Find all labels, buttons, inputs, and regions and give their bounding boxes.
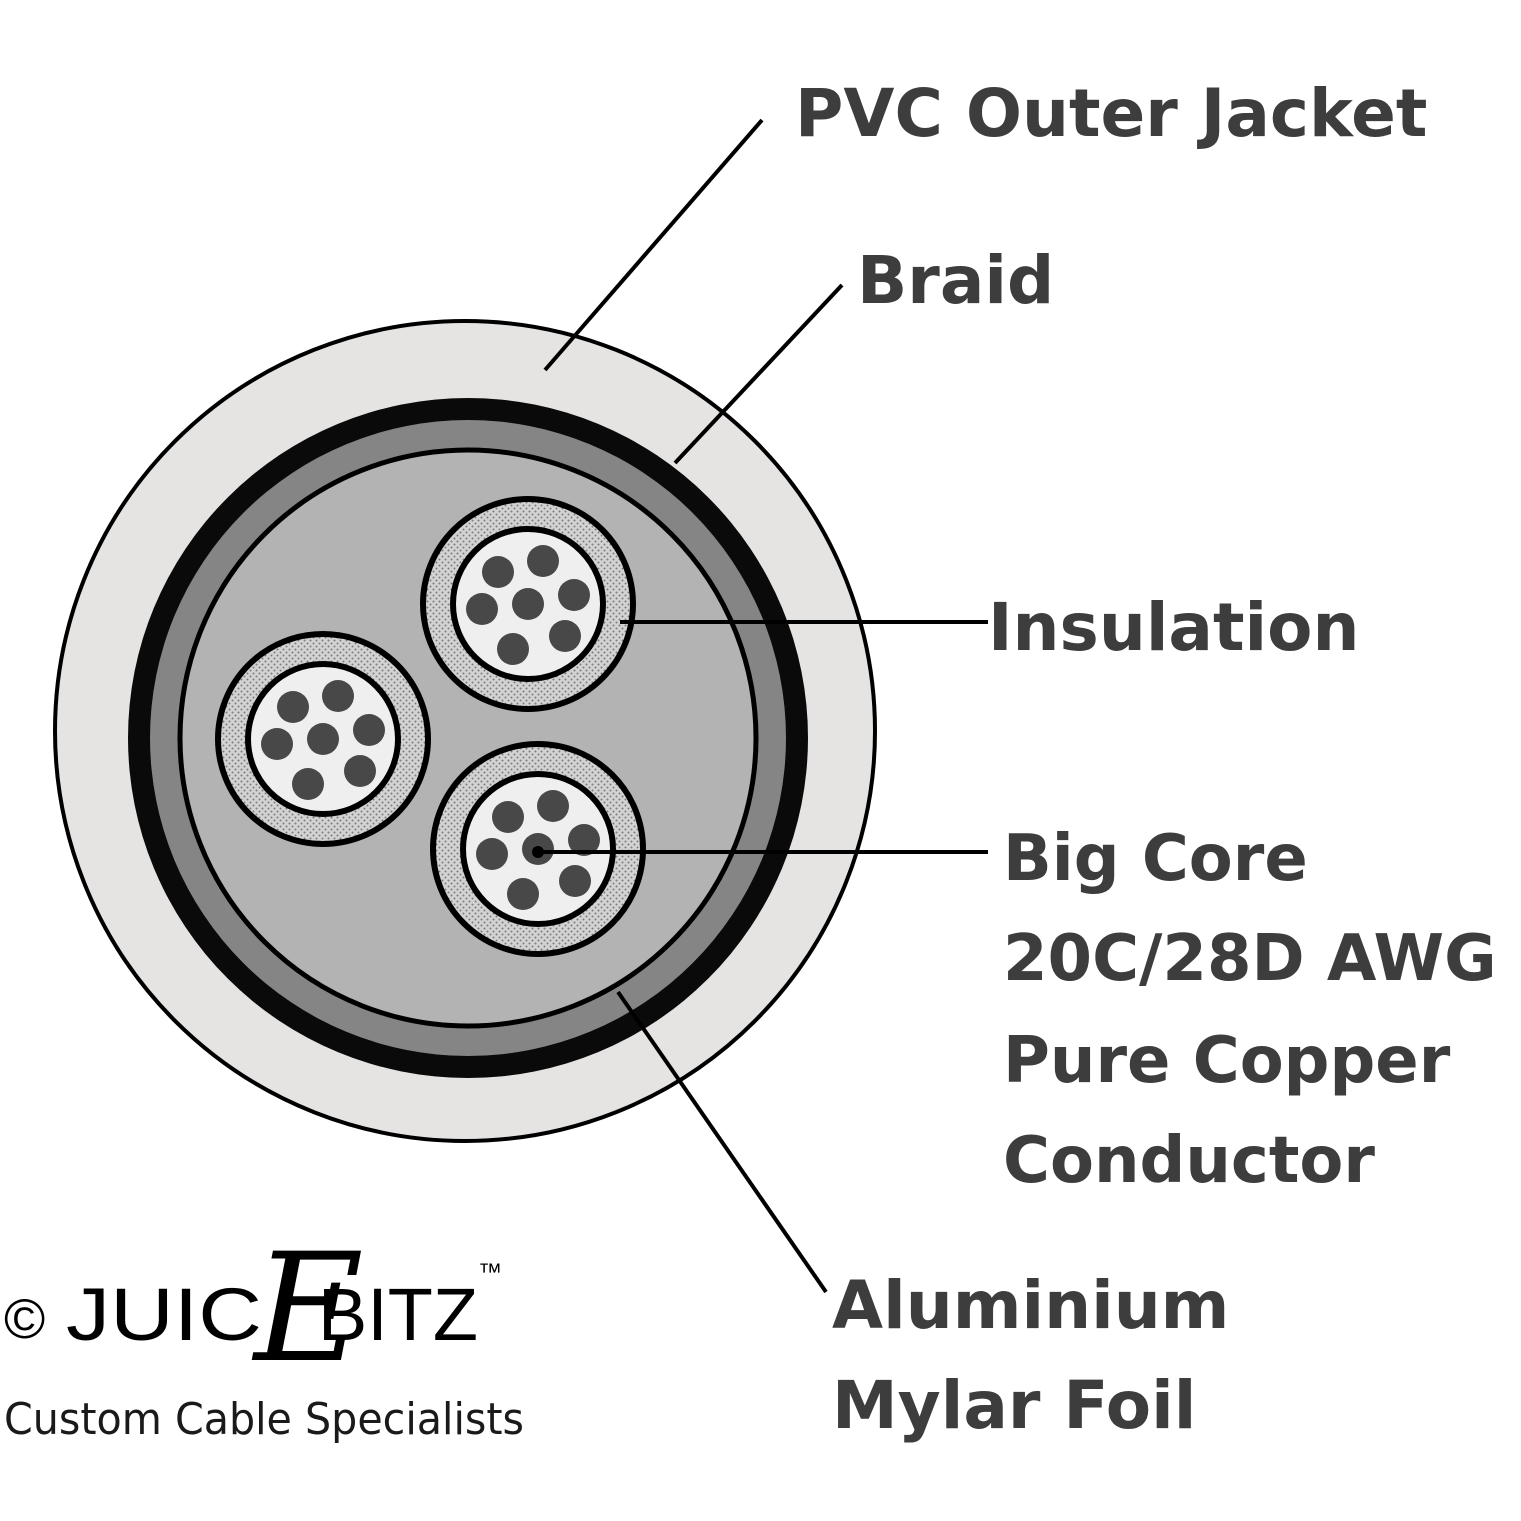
conductor-strand [344, 755, 376, 787]
leader-braid [673, 283, 844, 465]
logo-text-left: JUIC [66, 1273, 262, 1356]
conductor-strand [277, 691, 309, 723]
label-core-line-2: 20C/28D AWG [1003, 922, 1497, 996]
leader-jacket [543, 118, 764, 372]
conductor-strand [512, 588, 544, 620]
label-foil-line-1: Aluminium [832, 1267, 1229, 1344]
conductor-strand [492, 801, 524, 833]
conductor-strand [527, 545, 559, 577]
conductor-strand [466, 593, 498, 625]
label-core-line-1: Big Core [1003, 822, 1308, 896]
logo-text-e: E [251, 1222, 364, 1396]
conductor-strand [322, 680, 354, 712]
copyright-symbol: © [4, 1287, 45, 1350]
conductor-strand [476, 838, 508, 870]
conductor-strand [549, 620, 581, 652]
leader-core-dot [532, 846, 544, 858]
logo-text-right: BITZ [318, 1273, 478, 1356]
conductor-strand [482, 556, 514, 588]
label-braid: Braid [857, 242, 1054, 319]
conductor-strands [261, 545, 600, 910]
label-insulation: Insulation [988, 589, 1359, 666]
conductor-strand [537, 790, 569, 822]
conductor-strand [568, 824, 600, 856]
conductor-strand [497, 633, 529, 665]
leader-foil [616, 990, 828, 1294]
conductor-strand [558, 579, 590, 611]
conductor-strand [261, 728, 293, 760]
conductor-strand [507, 878, 539, 910]
juicebitz-logo: © JUIC E BITZ ™ Custom Cable Specialists [4, 1222, 524, 1445]
trademark-symbol: ™ [478, 1259, 502, 1286]
conductor-strand [307, 723, 339, 755]
conductor-strand [353, 714, 385, 746]
label-foil-line-2: Mylar Foil [832, 1367, 1196, 1444]
label-core-line-3: Pure Copper [1003, 1024, 1451, 1098]
label-core-line-4: Conductor [1003, 1124, 1375, 1198]
conductor-strand [559, 865, 591, 897]
conductor-strand [292, 768, 324, 800]
label-pvc-outer-jacket: PVC Outer Jacket [795, 75, 1427, 152]
logo-tagline: Custom Cable Specialists [4, 1394, 524, 1445]
